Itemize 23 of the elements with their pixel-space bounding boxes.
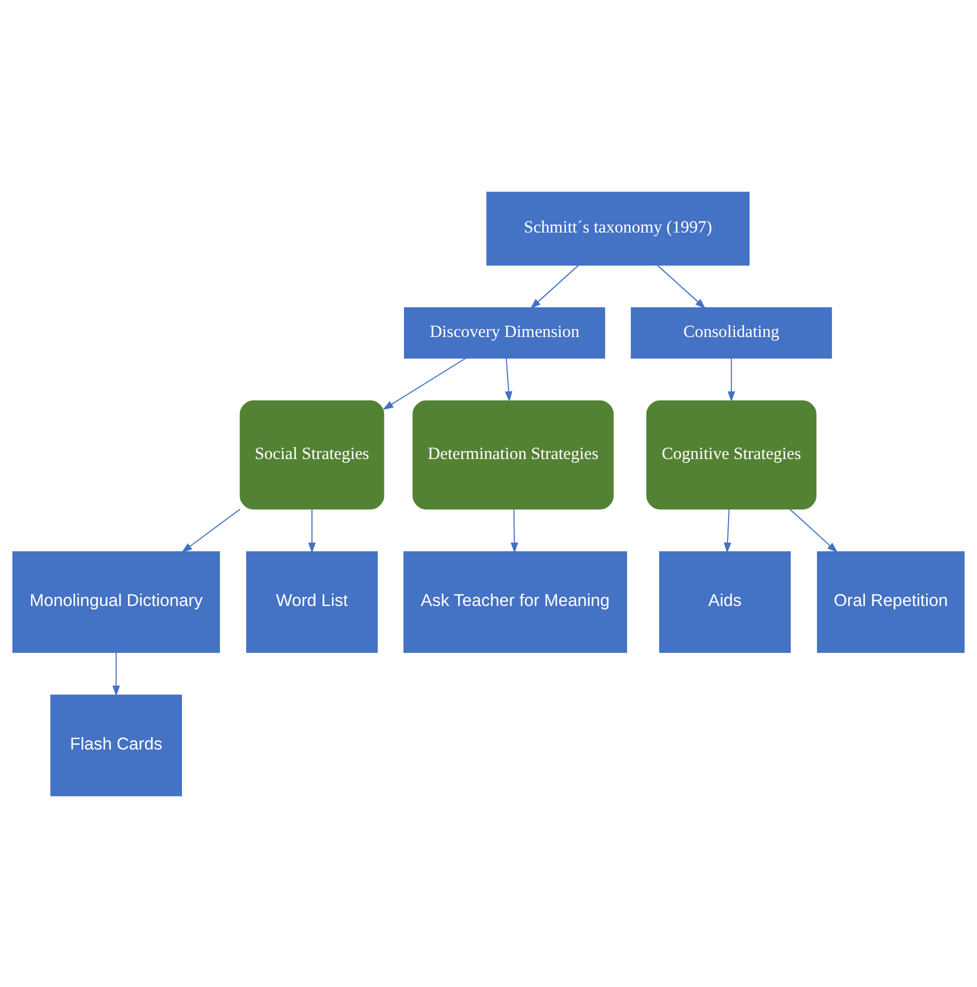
node-box: Cognitive Strategies [646,400,816,510]
arrow [504,358,512,402]
node-box: Monolingual Dictionary [12,550,220,652]
arrow [789,508,838,552]
arrow [728,358,736,402]
arrow [181,508,240,552]
node-box: Schmitt´s taxonomy (1997) [486,191,750,266]
node-box: Social Strategies [240,400,384,510]
arrow [308,508,316,553]
node-box: Oral Repetition [816,550,965,652]
arrow [112,652,120,696]
arrow [530,264,579,308]
node-box: Ask Teacher for Meaning [403,550,628,652]
arrow [656,264,706,308]
arrow [382,357,466,410]
arrow [724,508,732,553]
node-box: Aids [659,550,791,652]
node-box: Word List [246,550,378,652]
arrow [510,508,518,553]
node-box: Flash Cards [50,694,182,796]
node-box: Determination Strategies [412,400,614,510]
node-box: Consolidating [630,306,832,358]
node-box: Discovery Dimension [404,306,606,358]
